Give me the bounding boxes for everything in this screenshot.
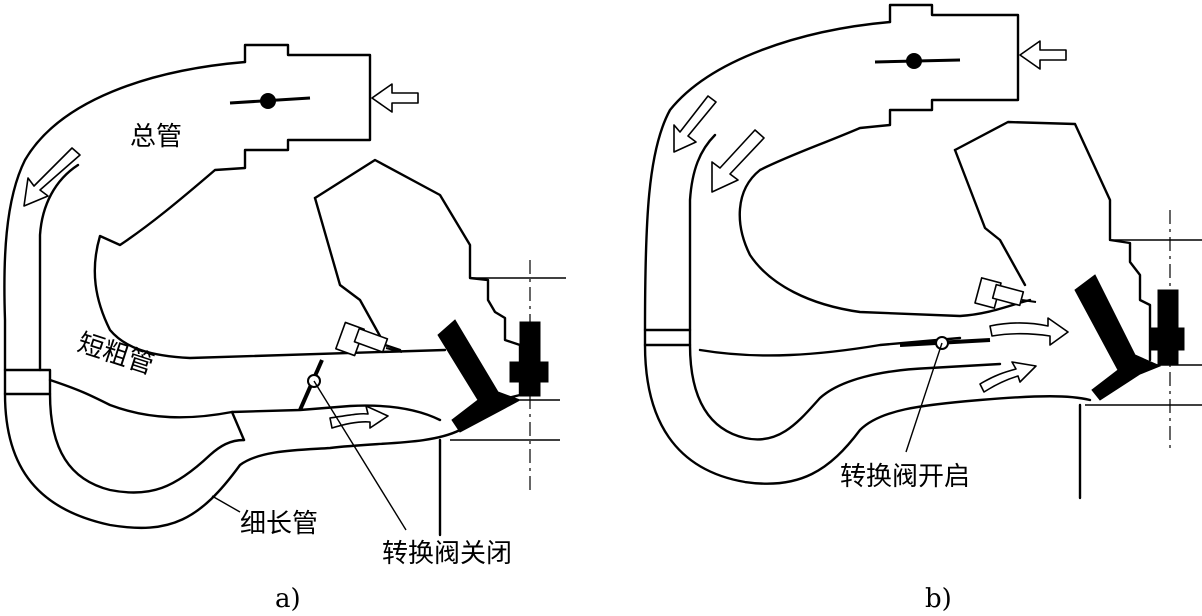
label-main-pipe: 总管 <box>130 122 182 152</box>
figure-b: 转换阀开启 b) <box>643 3 1202 614</box>
short-runner-wall <box>48 378 234 419</box>
collector-housing-b <box>738 3 1032 318</box>
inflow-arrow-a <box>371 83 419 113</box>
inflow-arrow-b <box>1019 40 1067 70</box>
runner-flange-b <box>643 328 692 347</box>
caption-b: b) <box>925 584 952 614</box>
injector-nut-b <box>1149 327 1185 351</box>
long-thin-runner-b <box>643 343 1092 485</box>
runner-flange <box>3 368 52 396</box>
flow-arrow-left-b <box>673 95 717 153</box>
intake-valve <box>437 319 522 433</box>
label-valve-open: 转换阀开启 <box>840 462 970 492</box>
flow-arrow-left-a <box>23 147 81 207</box>
cylinder-head <box>313 158 522 402</box>
actuator-a <box>335 321 403 357</box>
long-runner-outer-wall <box>3 60 247 372</box>
long-thin-runner <box>3 392 462 529</box>
long-runner-inner-wall <box>38 163 80 372</box>
intake-port <box>230 404 442 442</box>
caption-a: a) <box>275 584 301 614</box>
leader-valve-open <box>905 342 943 453</box>
throttle-pivot-a <box>260 93 276 109</box>
long-runner-outer-wall-b <box>643 20 892 332</box>
label-long-thin-pipe: 细长管 <box>240 509 318 539</box>
long-runner-inner-wall-b <box>688 133 717 332</box>
collector-housing <box>93 43 447 360</box>
leader-long-thin <box>211 495 241 513</box>
label-valve-closed: 转换阀关闭 <box>382 539 512 569</box>
flow-arrow-port-a <box>329 405 389 429</box>
intake-valve-b <box>1074 274 1162 401</box>
actuator-b <box>974 277 1037 309</box>
cylinder-head-b <box>953 120 1152 362</box>
figure-a: 总管 短粗管 细长管 转换阀关闭 a) <box>3 43 566 614</box>
flow-arrow-mid-b <box>711 129 765 193</box>
valve-guide-wall <box>313 196 402 352</box>
injector-body <box>519 321 541 365</box>
injector-body-b <box>1157 289 1179 331</box>
flow-arrow-lower-port-b <box>979 361 1037 393</box>
long-thin-runner-inner-b <box>688 343 1002 441</box>
short-runner-wall-b <box>698 336 962 357</box>
injector-tip-b <box>1157 347 1179 365</box>
valve-guide-wall-b <box>953 148 1027 287</box>
long-thin-runner-inner <box>48 392 246 494</box>
flow-arrow-upper-port-b <box>989 317 1069 346</box>
injector-nut <box>509 361 549 383</box>
leader-valve-closed <box>313 380 407 531</box>
throttle-pivot-b <box>906 53 922 69</box>
injector-tip <box>519 379 541 397</box>
